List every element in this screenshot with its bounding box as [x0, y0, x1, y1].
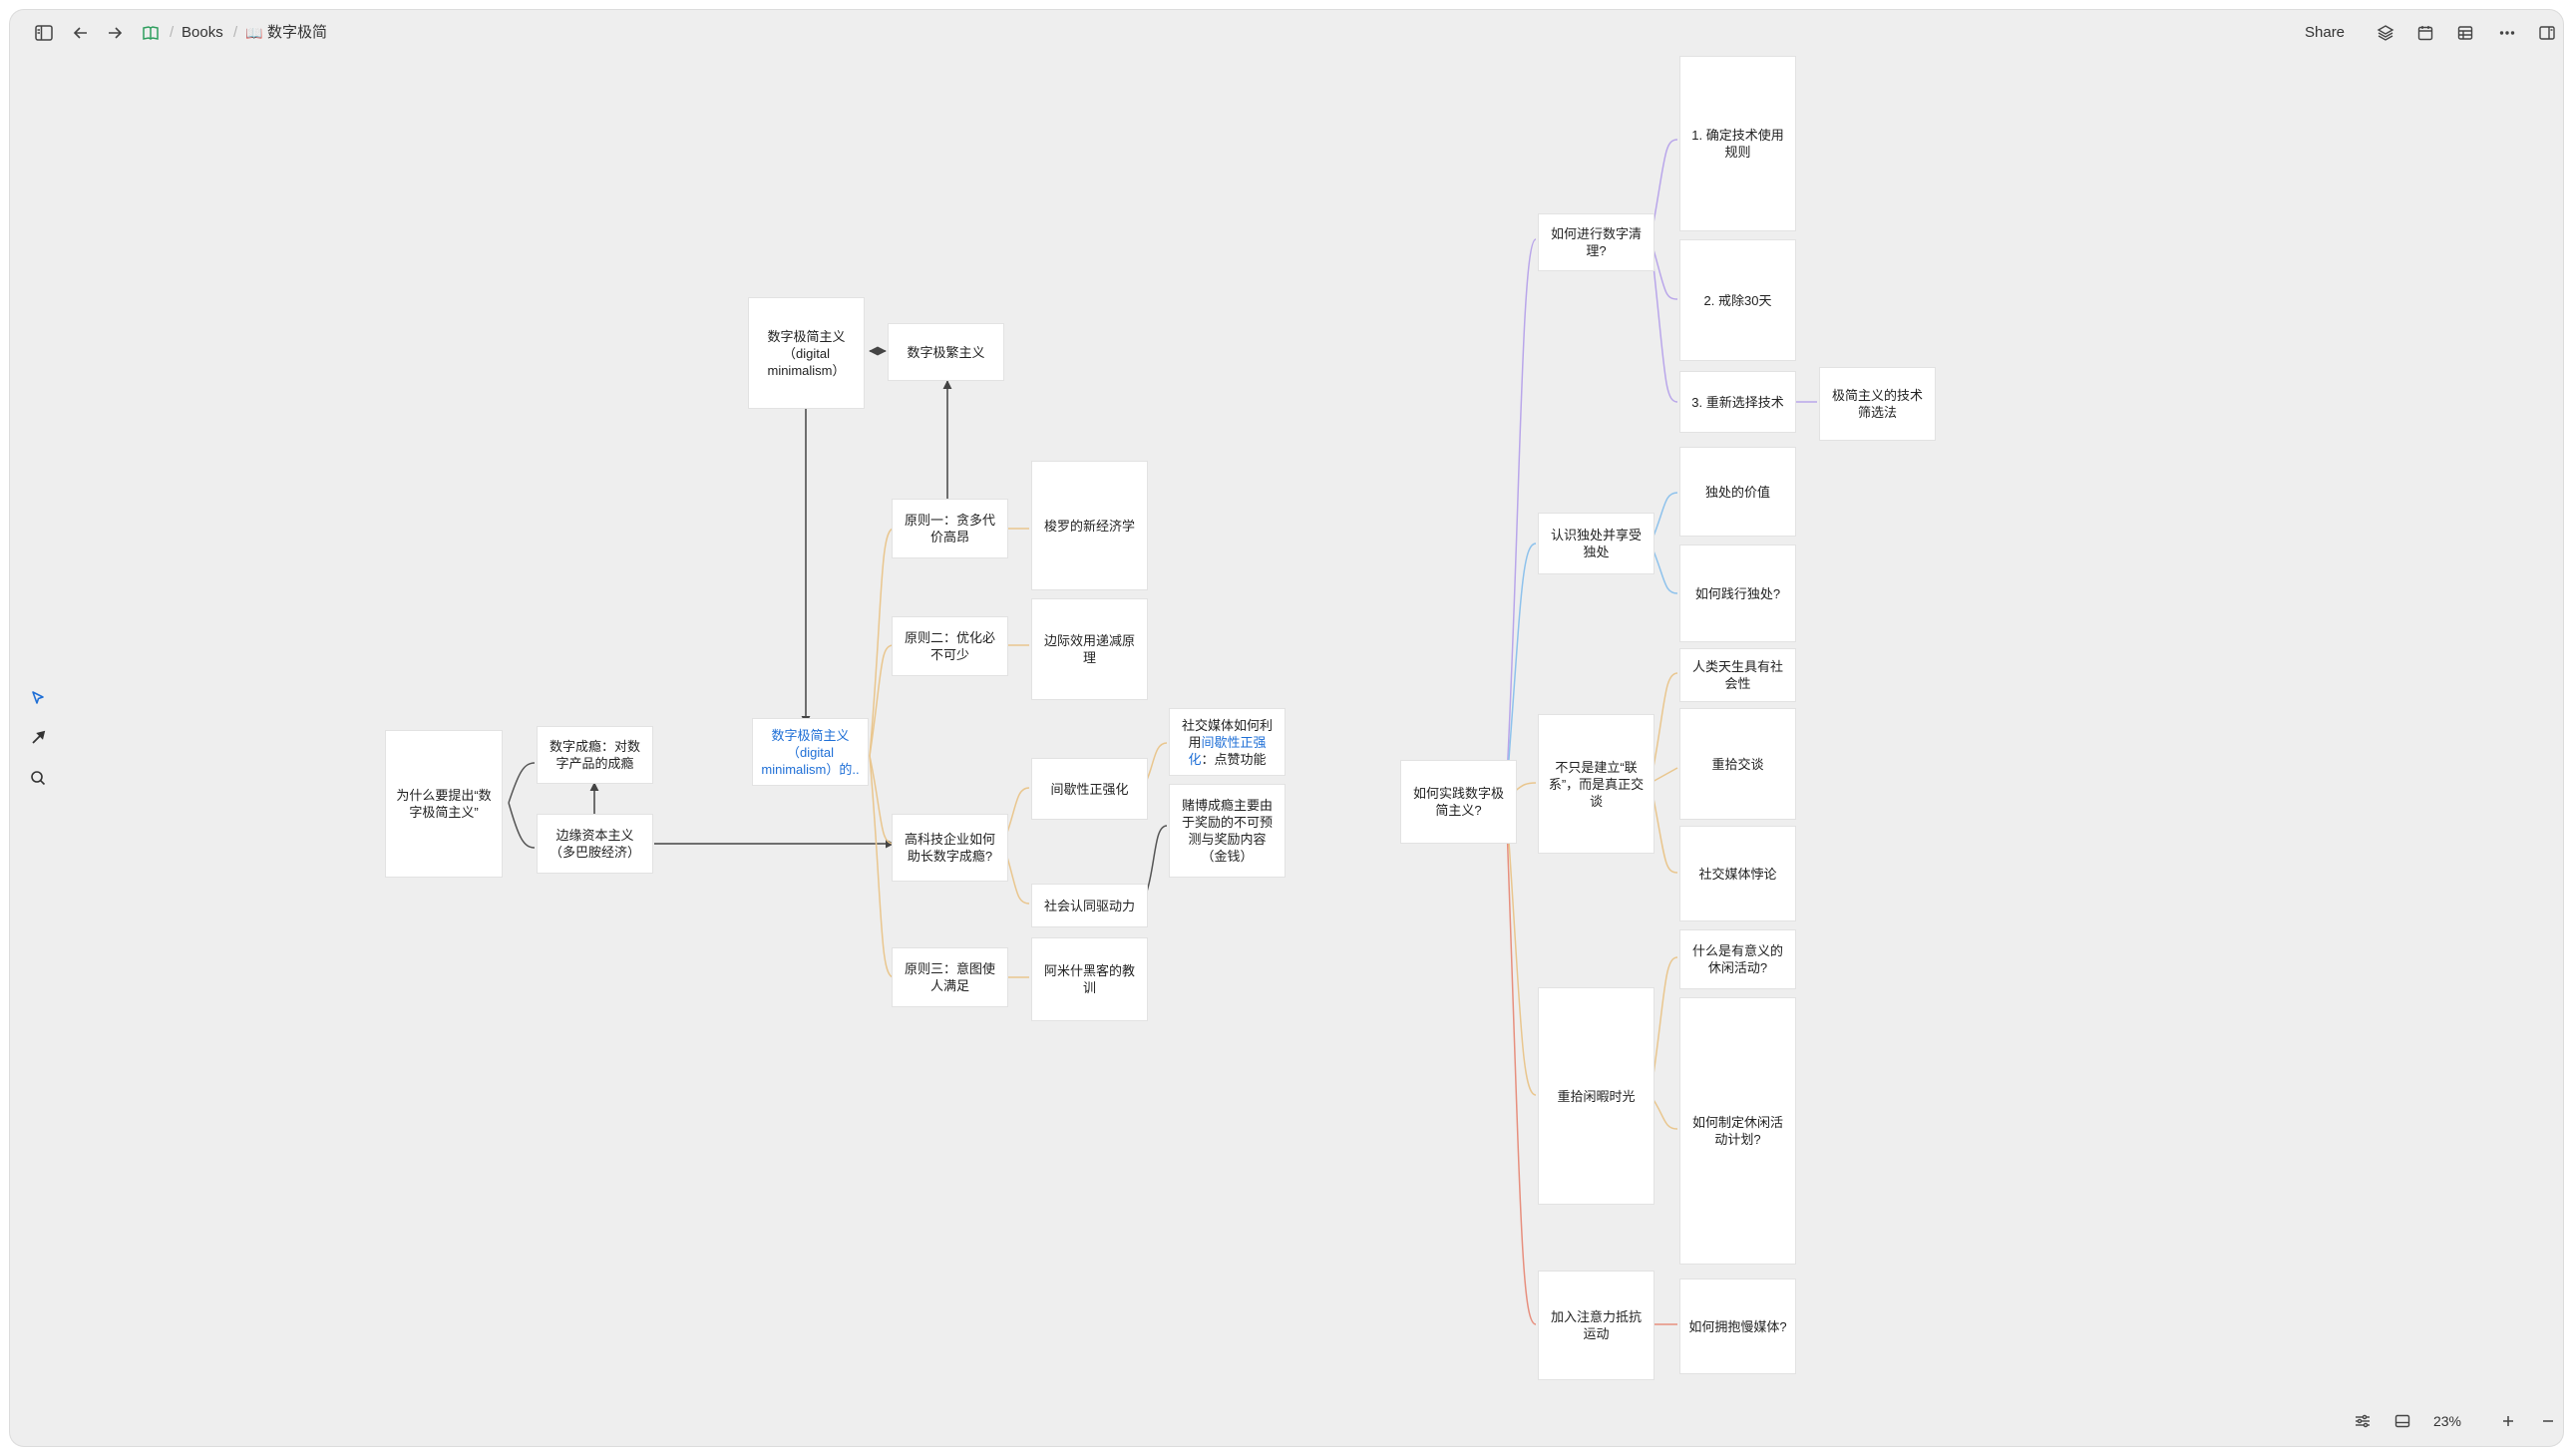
- node-leisure[interactable]: 重拾闲暇时光: [1538, 987, 1654, 1205]
- node-solitude[interactable]: 认识独处并享受独处: [1538, 513, 1654, 574]
- node-rule-3[interactable]: 3. 重新选择技术: [1679, 371, 1796, 433]
- pointer-icon[interactable]: [26, 686, 50, 710]
- link-center-p1: [869, 528, 895, 757]
- zoom-level: 23%: [2432, 1413, 2462, 1429]
- link-center-techco: [869, 755, 895, 845]
- node-meaningful[interactable]: 什么是有意义的休闲活动?: [1679, 929, 1796, 989]
- node-dopamine[interactable]: 边缘资本主义（多巴胺经济）: [537, 814, 653, 874]
- node-amish[interactable]: 阿米什黑客的教训: [1031, 937, 1148, 1021]
- node-intermittent[interactable]: 间歇性正强化: [1031, 758, 1148, 820]
- node-declutter[interactable]: 如何进行数字清理?: [1538, 213, 1654, 271]
- top-bar: / Books / 📖 数字极简 Share: [10, 10, 2563, 56]
- node-connect[interactable]: 不只是建立“联系”，而是真正交谈: [1538, 714, 1654, 854]
- node-gambling[interactable]: 赌博成瘾主要由于奖励的不可预测与奖励内容（金钱）: [1169, 784, 1286, 878]
- node-social-media-like[interactable]: 社交媒体如何利用间歇性正强化：点赞功能: [1169, 708, 1286, 776]
- node-resistance[interactable]: 加入注意力抵抗运动: [1538, 1271, 1654, 1380]
- breadcrumb-root[interactable]: Books: [182, 24, 223, 41]
- table-icon[interactable]: [2447, 10, 2483, 56]
- node-social-media-text: 社交媒体如何利用: [1181, 717, 1273, 750]
- node-dm-top[interactable]: 数字极简主义（digital minimalism）: [748, 297, 865, 409]
- link-connect-paradox: [1650, 782, 1678, 874]
- link-solitude-how: [1650, 543, 1678, 594]
- zoom-in-icon[interactable]: [2493, 1406, 2523, 1436]
- node-principle-2[interactable]: 原则二：优化必不可少: [892, 616, 1008, 676]
- node-marginal[interactable]: 边际效用递减原理: [1031, 598, 1148, 700]
- node-rule-2[interactable]: 2. 戒除30天: [1679, 239, 1796, 361]
- link-connect-nature: [1650, 672, 1678, 784]
- connector-layer: [508, 139, 1817, 1325]
- panel-right-icon[interactable]: [2529, 10, 2563, 56]
- app-window: 为什么要提出“数字极简主义” 数字成瘾：对数字产品的成瘾 边缘资本主义（多巴胺经…: [10, 10, 2563, 1446]
- link-practice-resistance: [1505, 797, 1537, 1325]
- link-declutter-rule1: [1650, 139, 1678, 240]
- node-solitude-how[interactable]: 如何践行独处?: [1679, 545, 1796, 642]
- node-filter[interactable]: 极简主义的技术筛选法: [1819, 367, 1936, 441]
- calendar-icon[interactable]: [2407, 10, 2443, 56]
- node-rule-1[interactable]: 1. 确定技术使用规则: [1679, 56, 1796, 231]
- node-principle-3[interactable]: 原则三：意图使人满足: [892, 947, 1008, 1007]
- node-social-nature[interactable]: 人类天生具有社会性: [1679, 648, 1796, 702]
- node-dm-center[interactable]: 数字极简主义（digital minimalism）的..: [752, 718, 869, 786]
- link-declutter-rule3: [1650, 238, 1678, 403]
- link-center-p3: [869, 755, 895, 978]
- zoom-out-icon[interactable]: [2533, 1406, 2563, 1436]
- node-social-media-suffix: ：点赞功能: [1201, 751, 1267, 767]
- node-practice[interactable]: 如何实践数字极简主义?: [1400, 760, 1517, 844]
- link-leisure-meaningful: [1650, 956, 1678, 1096]
- link-why-addiction: [508, 762, 536, 804]
- node-why[interactable]: 为什么要提出“数字极简主义”: [385, 730, 503, 878]
- link-practice-leisure: [1505, 797, 1537, 1096]
- node-social-media-highlight: 间歇性正强化: [1188, 734, 1267, 767]
- node-addiction[interactable]: 数字成瘾：对数字产品的成瘾: [537, 726, 653, 784]
- node-paradox[interactable]: 社交媒体悖论: [1679, 826, 1796, 921]
- link-why-dopamine: [508, 802, 536, 849]
- link-practice-solitude: [1505, 543, 1537, 799]
- share-button[interactable]: Share: [2305, 24, 2346, 41]
- node-tech-companies[interactable]: 高科技企业如何助长数字成瘾?: [892, 814, 1008, 882]
- link-solitude-value: [1650, 492, 1678, 545]
- page-title[interactable]: 数字极简: [267, 24, 328, 41]
- node-principle-1[interactable]: 原则一：贪多代价高昂: [892, 499, 1008, 558]
- link-practice-declutter: [1505, 238, 1537, 799]
- mindmap-canvas[interactable]: 为什么要提出“数字极简主义” 数字成瘾：对数字产品的成瘾 边缘资本主义（多巴胺经…: [10, 10, 2563, 1446]
- link-center-p2: [869, 644, 895, 757]
- node-thoreau[interactable]: 梭罗的新经济学: [1031, 461, 1148, 590]
- search-icon[interactable]: [26, 766, 50, 790]
- layers-icon[interactable]: [2368, 10, 2403, 56]
- arrow-right-icon[interactable]: [98, 10, 132, 56]
- node-slow-media[interactable]: 如何拥抱慢媒体?: [1679, 1278, 1796, 1374]
- page-emoji: 📖: [245, 25, 263, 41]
- node-maximalism[interactable]: 数字极繁主义: [888, 323, 1004, 381]
- sidebar-toggle-icon[interactable]: [24, 10, 64, 56]
- book-icon[interactable]: [134, 10, 168, 56]
- sliders-icon[interactable]: [2348, 1406, 2378, 1436]
- connector-icon[interactable]: [26, 726, 50, 750]
- breadcrumb-separator: /: [233, 24, 238, 41]
- node-leisure-plan[interactable]: 如何制定休闲活动计划?: [1679, 997, 1796, 1265]
- node-talk[interactable]: 重拾交谈: [1679, 708, 1796, 820]
- node-solitude-value[interactable]: 独处的价值: [1679, 447, 1796, 537]
- more-icon[interactable]: [2489, 10, 2525, 56]
- link-connect-talk: [1650, 767, 1678, 784]
- node-social-drive[interactable]: 社会认同驱动力: [1031, 884, 1148, 927]
- link-leisure-plan: [1650, 1094, 1678, 1130]
- arrow-left-icon[interactable]: [64, 10, 98, 56]
- breadcrumb-separator: /: [170, 24, 175, 41]
- tray-icon[interactable]: [2388, 1406, 2417, 1436]
